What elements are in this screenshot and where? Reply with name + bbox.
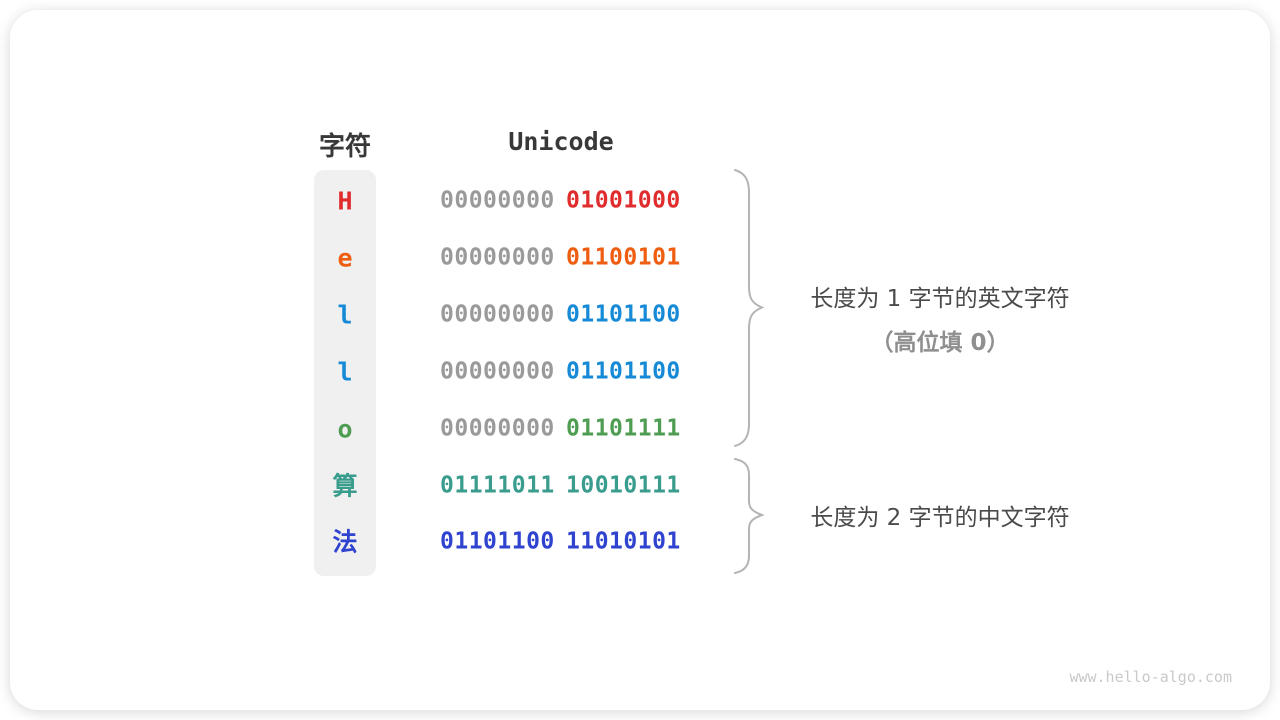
byte2-value: 11010101 <box>566 528 681 555</box>
char-column-header: 字符 <box>318 132 371 162</box>
character-cell: l <box>337 300 353 330</box>
character-cell: e <box>337 243 353 273</box>
byte2-value: 10010111 <box>566 472 681 499</box>
character-cell: l <box>337 357 353 387</box>
byte2-value: 01101111 <box>566 415 681 442</box>
character-cell: 法 <box>332 527 358 557</box>
encoding-row: 算 01111011 10010111 <box>10 457 1280 514</box>
watermark: www.hello-algo.com <box>1069 668 1232 686</box>
encoding-row: 法 01101100 11010101 <box>10 514 1280 571</box>
diagram-card: 字符 Unicode H 00000000 01001000 e 0000000… <box>10 10 1270 710</box>
byte1-value: 00000000 <box>440 244 555 271</box>
brace-chinese-bytes <box>734 458 764 574</box>
byte1-value: 01111011 <box>440 472 555 499</box>
byte2-value: 01100101 <box>566 244 681 271</box>
byte1-value: 00000000 <box>440 301 555 328</box>
encoding-row: l 00000000 01101100 <box>10 344 1280 401</box>
character-cell: 算 <box>332 471 358 501</box>
byte2-value: 01001000 <box>566 187 681 214</box>
byte1-value: 00000000 <box>440 415 555 442</box>
annotation-english-line2: （高位填 0） <box>870 330 1010 356</box>
annotation-chinese-chars: 长度为 2 字节的中文字符 <box>760 498 1120 532</box>
encoding-rows: H 00000000 01001000 e 00000000 01100101 … <box>10 173 1280 571</box>
annotation-english-chars: 长度为 1 字节的英文字符 （高位填 0） <box>760 279 1120 357</box>
annotation-english-line1: 长度为 1 字节的英文字符 <box>810 286 1070 312</box>
encoding-row: H 00000000 01001000 <box>10 173 1280 230</box>
unicode-column-header: Unicode <box>508 127 614 156</box>
brace-english-bytes <box>734 169 764 447</box>
char-column-background <box>314 170 376 576</box>
byte1-value: 00000000 <box>440 187 555 214</box>
encoding-row: e 00000000 01100101 <box>10 230 1280 287</box>
annotation-chinese-line1: 长度为 2 字节的中文字符 <box>810 505 1070 531</box>
character-cell: H <box>337 186 353 216</box>
encoding-row: l 00000000 01101100 <box>10 287 1280 344</box>
byte2-value: 01101100 <box>566 358 681 385</box>
byte1-value: 01101100 <box>440 528 555 555</box>
byte1-value: 00000000 <box>440 358 555 385</box>
byte2-value: 01101100 <box>566 301 681 328</box>
character-cell: o <box>337 414 353 444</box>
encoding-row: o 00000000 01101111 <box>10 400 1280 457</box>
